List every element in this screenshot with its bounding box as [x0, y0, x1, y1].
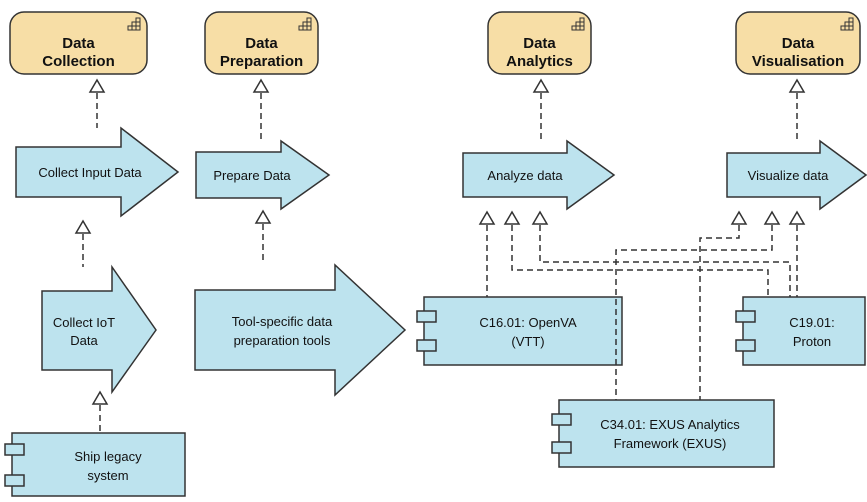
- capability-data-preparation: Data Preparation: [204, 11, 319, 75]
- process-label: Prepare Data: [213, 168, 291, 183]
- component-icon: [735, 310, 756, 323]
- connectors: [82, 93, 798, 433]
- capability-data-visualisation: Data Visualisation: [735, 11, 861, 75]
- process-visualize-data: Visualize data: [726, 139, 867, 211]
- capability-title-line2: Collection: [42, 53, 115, 70]
- component-label-line1: C16.01: OpenVA: [479, 315, 577, 330]
- component-label-line1: C19.01:: [789, 315, 835, 330]
- process-label: Analyze data: [487, 168, 563, 183]
- process-label-line1: Collect IoT: [53, 315, 115, 330]
- arrowhead: [91, 390, 109, 405]
- capability-title-line1: Data: [782, 35, 815, 52]
- component-c19-proton: C19.01: Proton: [735, 296, 866, 366]
- capability-title-line2: Visualisation: [752, 53, 844, 70]
- process-collect-input-data: Collect Input Data: [15, 126, 180, 218]
- capability-title-line1: Data: [523, 35, 556, 52]
- arrowhead: [531, 210, 549, 225]
- component-icon: [735, 339, 756, 352]
- connector: [539, 225, 791, 297]
- arrowhead: [74, 219, 92, 234]
- component-label-line1: C34.01: EXUS Analytics: [600, 417, 740, 432]
- process-collect-iot-data: Collect IoT Data: [41, 264, 157, 395]
- component-icon: [4, 443, 25, 456]
- process-label-line2: preparation tools: [234, 333, 331, 348]
- arrowheads: [74, 78, 806, 405]
- arrowhead: [503, 210, 521, 225]
- capability-title-line1: Data: [245, 35, 278, 52]
- component-label-line2: Proton: [793, 334, 831, 349]
- connector: [511, 225, 769, 297]
- arrowhead: [478, 210, 496, 225]
- arrowhead: [252, 78, 270, 93]
- connector: [699, 225, 740, 400]
- process-label: Visualize data: [748, 168, 829, 183]
- component-icon: [551, 441, 572, 454]
- arrowhead: [88, 78, 106, 93]
- arrowhead: [763, 210, 781, 225]
- process-analyze-data: Analyze data: [462, 139, 616, 211]
- capability-data-analytics: Data Analytics: [487, 11, 592, 75]
- arrowhead: [788, 78, 806, 93]
- arrowhead: [532, 78, 550, 93]
- process-label-line2: Data: [70, 333, 98, 348]
- component-c34-exus-analytics: C34.01: EXUS Analytics Framework (EXUS): [551, 399, 775, 468]
- arrowhead: [730, 210, 748, 225]
- component-label-line1: Ship legacy: [74, 449, 142, 464]
- capability-title-line2: Analytics: [506, 53, 573, 70]
- capability-title-line2: Preparation: [220, 53, 303, 70]
- component-ship-legacy-system: Ship legacy system: [4, 432, 186, 497]
- arrowhead: [254, 209, 272, 224]
- component-label-line2: system: [87, 468, 128, 483]
- component-label-line2: (VTT): [511, 334, 544, 349]
- component-label-line2: Framework (EXUS): [614, 436, 727, 451]
- component-icon: [416, 339, 437, 352]
- process-prepare-data: Prepare Data: [195, 139, 331, 211]
- arrowhead: [788, 210, 806, 225]
- component-icon: [551, 413, 572, 426]
- process-label: Collect Input Data: [38, 165, 142, 180]
- capability-title-line1: Data: [62, 35, 95, 52]
- process-label-line1: Tool-specific data: [232, 314, 333, 329]
- connector: [615, 225, 773, 400]
- component-icon: [4, 474, 25, 487]
- component-c16-openva: C16.01: OpenVA (VTT): [416, 296, 623, 366]
- capability-data-collection: Data Collection: [9, 11, 148, 75]
- process-tool-specific-data-preparation: Tool-specific data preparation tools: [194, 263, 407, 397]
- component-icon: [416, 310, 437, 323]
